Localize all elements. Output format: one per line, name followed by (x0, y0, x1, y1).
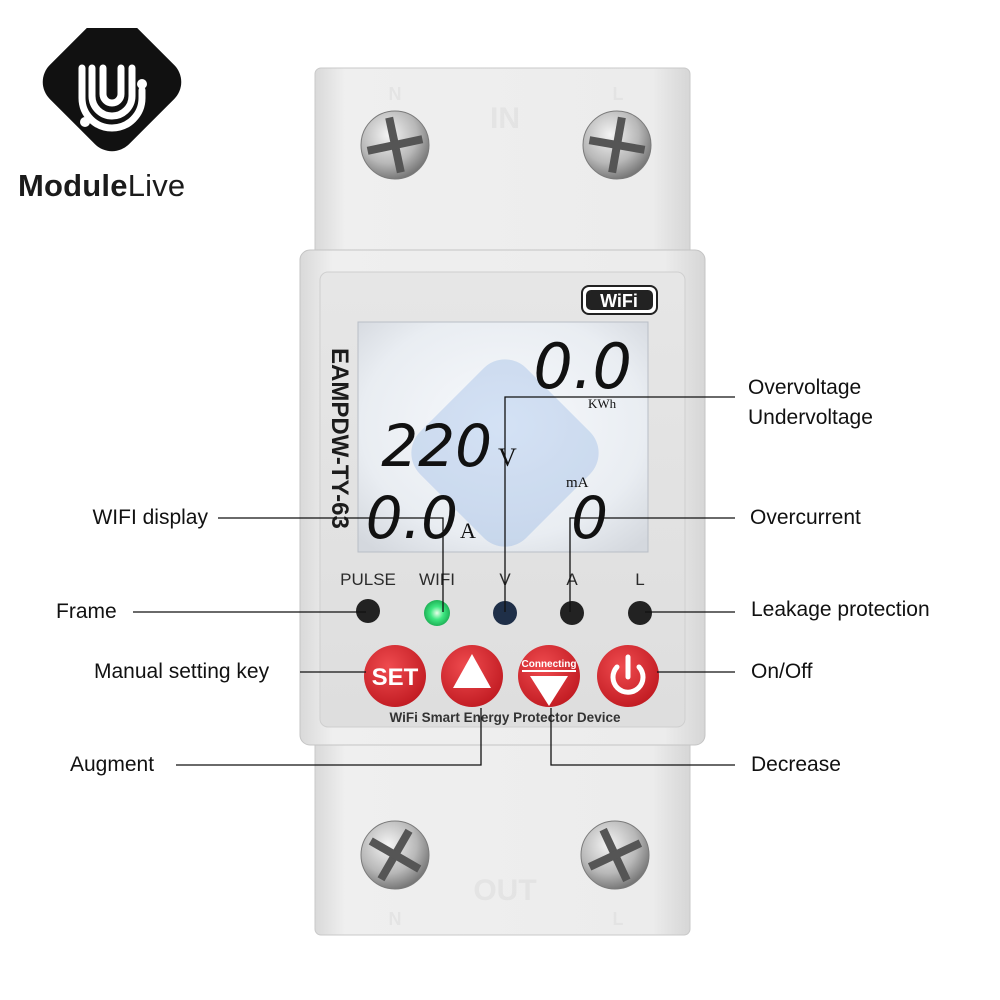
up-arrow-icon (453, 654, 491, 688)
brand-logo-icon (42, 28, 182, 152)
current-led-icon (560, 601, 584, 625)
terminal-in-label: IN (490, 102, 520, 135)
callout-augment: Augment (70, 753, 155, 776)
energy-unit: KWh (588, 396, 617, 411)
callout-wifi-display: WIFI display (92, 506, 208, 529)
current-unit: A (460, 518, 476, 543)
indicator-label-a: A (566, 570, 578, 589)
screw-icon (360, 110, 430, 180)
up-button[interactable] (441, 645, 503, 707)
set-button-label: SET (372, 664, 419, 691)
callout-frame: Frame (56, 600, 117, 623)
screw-icon (580, 820, 650, 890)
callout-on-off: On/Off (751, 660, 813, 683)
device-description: WiFi Smart Energy Protector Device (390, 710, 621, 725)
indicator-label-l: L (635, 570, 644, 589)
callout-overcurrent: Overcurrent (750, 506, 861, 529)
top-terminal-block: IN N L (314, 67, 691, 269)
down-arrow-icon (530, 676, 568, 706)
callout-decrease: Decrease (751, 753, 841, 776)
callout-leakage: Leakage protection (751, 598, 930, 621)
voltage-led-icon (493, 601, 517, 625)
leak-unit: mA (566, 475, 589, 491)
terminal-top-right-label: L (613, 84, 624, 104)
voltage-value: 220 (381, 412, 492, 480)
indicator-label-pulse: PULSE (340, 570, 396, 589)
wifi-led-icon (424, 600, 450, 626)
brand-name-light: Live (127, 168, 186, 203)
pulse-led-icon (356, 599, 380, 623)
set-button[interactable]: SET (364, 645, 426, 707)
connecting-label: Connecting (522, 659, 577, 670)
energy-value: 0.0 (533, 330, 632, 403)
callout-overvoltage: Overvoltage (748, 376, 862, 399)
wifi-badge: WiFi (581, 285, 658, 315)
screw-icon (360, 820, 430, 890)
callout-undervoltage: Undervoltage (748, 406, 873, 429)
screw-icon (582, 110, 652, 180)
brand-name: ModuleLive (18, 168, 185, 204)
lcd-display: 0.0 KWh 220 V 0.0 A mA 0 (357, 321, 649, 553)
terminal-bottom-right-label: L (613, 909, 624, 929)
terminal-bottom-left-label: N (389, 909, 402, 929)
indicator-label-wifi: WIFI (419, 570, 455, 589)
voltage-unit: V (498, 443, 517, 472)
brand-name-bold: Module (18, 168, 128, 203)
callout-lines (133, 396, 735, 766)
power-button[interactable] (597, 645, 659, 707)
power-icon (610, 654, 646, 695)
bottom-terminal-block: OUT N L (314, 734, 691, 936)
terminal-out-label: OUT (473, 874, 536, 907)
callout-manual-setting: Manual setting key (94, 660, 270, 683)
wifi-badge-text: WiFi (600, 291, 638, 311)
down-button[interactable]: Connecting (518, 645, 580, 707)
terminal-top-left-label: N (389, 84, 402, 104)
model-number: EAMPDW-TY-63 (326, 348, 353, 529)
leakage-led-icon (628, 601, 652, 625)
